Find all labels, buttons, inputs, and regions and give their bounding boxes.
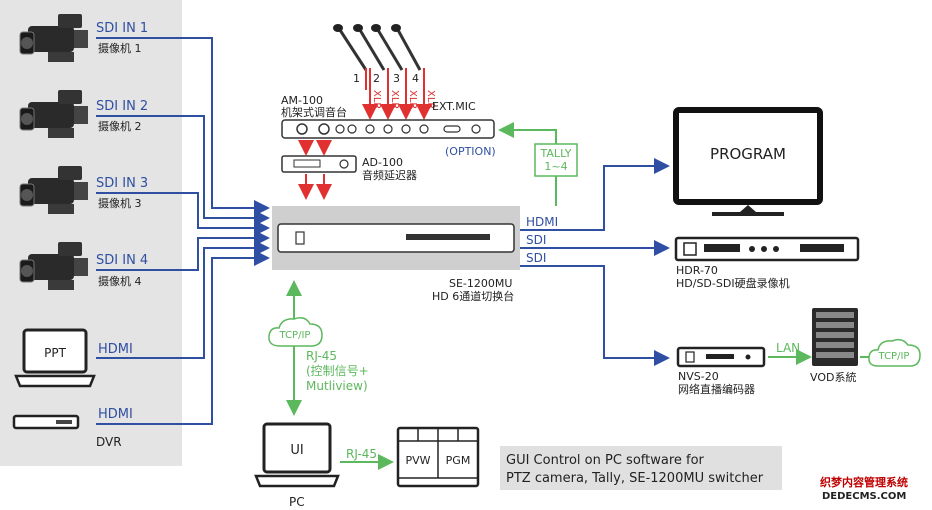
camera-1 — [19, 14, 88, 62]
delay-desc-label: 音频延迟器 — [362, 168, 417, 182]
audio-cables — [298, 140, 332, 200]
watermark-line-1: 织梦内容管理系统 — [820, 475, 908, 489]
dvr-hdmi-label: HDMI — [98, 407, 133, 422]
camera-2 — [19, 90, 88, 138]
camera-icon — [19, 90, 88, 138]
sdi-in-4-label: SDI IN 4 — [96, 253, 148, 268]
pc-rj45-label: RJ-45 — [346, 447, 377, 461]
camera-2-label: 摄像机 2 — [98, 119, 142, 133]
mixer-desc-label: 机架式调音台 — [281, 105, 347, 119]
camera-icon — [19, 166, 88, 214]
mixer-model-label: AM-100 — [281, 94, 323, 107]
sdi-in-2-label: SDI IN 2 — [96, 99, 148, 114]
gui-note-line-1: GUI Control on PC software for — [506, 453, 705, 468]
tcpip-label-right: TCP/IP — [878, 351, 910, 362]
xlr-cables — [362, 68, 432, 120]
input-connections — [96, 37, 270, 425]
vod-server — [812, 308, 858, 366]
microphone-heads — [333, 24, 401, 32]
gui-note-line-2: PTZ camera, Tally, SE-1200MU switcher — [506, 471, 764, 486]
mic-number-1: 1 — [353, 72, 360, 85]
microphones — [338, 29, 422, 71]
camera-1-label: 摄像机 1 — [98, 41, 142, 55]
delay-model-label: AD-100 — [362, 156, 403, 169]
xlr-label-4: XLR — [425, 90, 436, 109]
pgm-label: PGM — [446, 454, 471, 467]
sdi-output-1-label: SDI — [526, 233, 546, 247]
rj45-label: RJ-45 — [306, 349, 337, 363]
camera-icon — [19, 242, 88, 290]
sdi-output-2-label: SDI — [526, 251, 546, 265]
ext-mic-label: EXT.MIC — [432, 100, 476, 113]
pc-screen-label: UI — [290, 443, 303, 458]
tally-box — [534, 143, 578, 177]
delay-device — [281, 155, 357, 173]
multiview-monitor — [396, 426, 480, 488]
xlr-label-3: XLR — [407, 90, 418, 109]
switcher-device — [277, 223, 515, 253]
ppt-screen-label: PPT — [44, 346, 66, 360]
pc-label: PC — [289, 495, 305, 509]
gui-note-box — [500, 446, 782, 490]
camera-icon — [19, 14, 88, 62]
tcpip-label-left: TCP/IP — [279, 330, 311, 341]
camera-4 — [19, 242, 88, 290]
dvr-device — [12, 414, 80, 430]
mic-number-2: 2 — [373, 72, 380, 85]
tally-range-label: 1~4 — [544, 160, 567, 173]
cloud-icon — [868, 338, 921, 367]
laptop-ppt — [14, 328, 96, 388]
source-panel — [0, 0, 182, 466]
tally-connection — [498, 122, 557, 206]
sdi-in-3-label: SDI IN 3 — [96, 176, 148, 191]
vod-label: VOD系統 — [810, 370, 856, 384]
camera-3 — [19, 166, 88, 214]
pvw-label: PVW — [405, 454, 430, 467]
encoder-desc-label: 网络直播编码器 — [678, 382, 755, 396]
mic-number-4: 4 — [412, 72, 419, 85]
xlr-label-1: XLR — [371, 90, 382, 109]
camera-3-label: 摄像机 3 — [98, 196, 142, 210]
xlr-label-2: XLR — [389, 90, 400, 109]
lan-label: LAN — [776, 341, 800, 355]
encoder-model-label: NVS-20 — [678, 370, 719, 383]
recorder-desc-label: HD/SD-SDI硬盘录像机 — [676, 276, 790, 290]
switcher-desc-label: HD 6通道切换台 — [432, 289, 514, 303]
laptop-hdmi-label: HDMI — [98, 342, 133, 357]
sdi-in-1-label: SDI IN 1 — [96, 21, 148, 36]
encoder-device — [676, 346, 766, 368]
program-monitor — [673, 107, 823, 216]
program-label: PROGRAM — [710, 145, 786, 163]
mic-number-3: 3 — [393, 72, 400, 85]
rj45-control-label: (控制信号+ — [306, 364, 369, 378]
recorder-device — [674, 236, 860, 262]
dvr-label: DVR — [96, 435, 122, 449]
output-connections — [520, 158, 670, 366]
pc-laptop — [254, 422, 340, 488]
watermark-line-2: DEDECMS.COM — [822, 491, 906, 502]
tally-label: TALLY — [540, 147, 572, 160]
recorder-model-label: HDR-70 — [676, 264, 718, 277]
switcher-model-label: SE-1200MU — [449, 277, 512, 290]
hdmi-output-label: HDMI — [526, 215, 558, 229]
rj45-multiview-label: Mutliview) — [306, 379, 368, 393]
mixer-option-label: (OPTION) — [445, 145, 496, 158]
mixer-device — [281, 119, 495, 139]
camera-4-label: 摄像机 4 — [98, 274, 142, 288]
cloud-icon — [268, 317, 323, 347]
